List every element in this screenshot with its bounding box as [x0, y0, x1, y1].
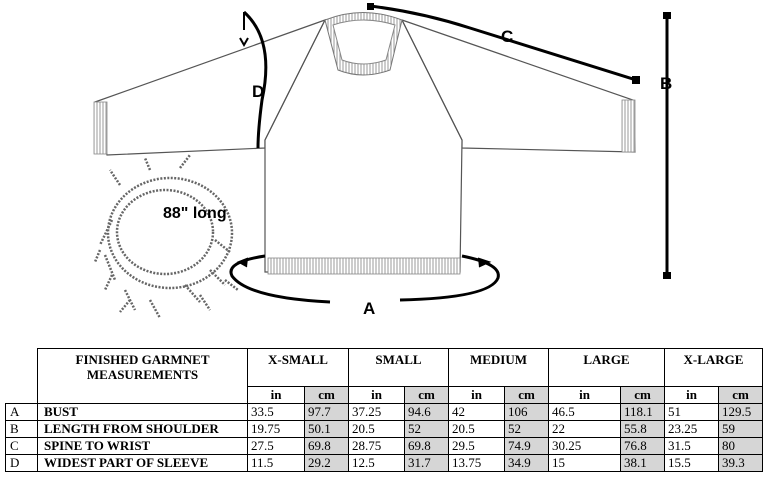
sweater-outline: [94, 18, 636, 273]
unit-header-row: in cm in cm in cm in cm in cm: [5, 386, 763, 404]
value-in: 33.5: [247, 402, 305, 421]
value-cm: 80: [718, 436, 763, 455]
blank-cell: [5, 386, 38, 403]
garment-schematic: 88" long D C B A: [93, 3, 672, 319]
value-in: 23.25: [664, 419, 719, 438]
value-in: 15.5: [664, 453, 719, 472]
value-in: 20.5: [348, 419, 405, 438]
row-letter: C: [5, 436, 38, 455]
value-in: 22: [548, 419, 621, 438]
size-header-medium: MEDIUM: [448, 348, 549, 387]
size-header-xsmall: X-SMALL: [247, 348, 349, 387]
value-in: 29.5: [448, 436, 505, 455]
value-in: 37.25: [348, 402, 405, 421]
label-c: C: [501, 27, 513, 46]
measure-c-line: [367, 3, 640, 84]
value-cm: 69.8: [304, 436, 349, 455]
value-in: 27.5: [247, 436, 305, 455]
value-cm: 29.2: [304, 453, 349, 472]
value-cm: 39.3: [718, 453, 763, 472]
table-title-line2: MEASUREMENTS: [86, 367, 199, 382]
unit-in: in: [548, 386, 621, 404]
row-letter: D: [5, 453, 38, 472]
value-in: 46.5: [548, 402, 621, 421]
scarf-illustration: [93, 154, 239, 319]
unit-in: in: [664, 386, 719, 404]
unit-cm: cm: [620, 386, 665, 404]
label-a: A: [363, 299, 375, 318]
value-cm: 52: [504, 419, 549, 438]
value-cm: 69.8: [404, 436, 449, 455]
value-in: 12.5: [348, 453, 405, 472]
value-in: 30.25: [548, 436, 621, 455]
scarf-length-note: 88" long: [163, 205, 227, 222]
measure-d-line: [239, 10, 268, 149]
value-in: 28.75: [348, 436, 405, 455]
left-cuff: [93, 101, 108, 155]
row-letter: B: [5, 419, 38, 438]
table-title: FINISHED GARMNET MEASUREMENTS: [37, 348, 248, 404]
row-name: WIDEST PART OF SLEEVE: [37, 453, 248, 472]
label-b: B: [660, 74, 672, 93]
row-letter: A: [5, 402, 38, 421]
value-cm: 74.9: [504, 436, 549, 455]
value-in: 42: [448, 402, 505, 421]
size-header-row: FINISHED GARMNET MEASUREMENTS X-SMALL SM…: [5, 348, 763, 404]
value-cm: 118.1: [620, 402, 665, 421]
measure-b-line: [663, 12, 671, 279]
row-name: SPINE TO WRIST: [37, 436, 248, 455]
value-cm: 55.8: [620, 419, 665, 438]
row-name: LENGTH FROM SHOULDER: [37, 419, 248, 438]
value-cm: 129.5: [718, 402, 763, 421]
value-cm: 38.1: [620, 453, 665, 472]
size-header-xlarge: X-LARGE: [664, 348, 763, 387]
value-cm: 94.6: [404, 402, 449, 421]
unit-in: in: [348, 386, 405, 404]
table-title-line1: FINISHED GARMNET: [75, 352, 210, 367]
measure-a-arrows: [229, 254, 500, 304]
value-in: 11.5: [247, 453, 305, 472]
value-cm: 52: [404, 419, 449, 438]
measurements-table: FINISHED GARMNET MEASUREMENTS X-SMALL SM…: [5, 348, 763, 472]
value-in: 31.5: [664, 436, 719, 455]
value-cm: 50.1: [304, 419, 349, 438]
size-header-small: SMALL: [348, 348, 449, 387]
value-in: 13.75: [448, 453, 505, 472]
unit-in: in: [448, 386, 505, 404]
value-in: 20.5: [448, 419, 505, 438]
unit-cm: cm: [504, 386, 549, 404]
unit-cm: cm: [304, 386, 349, 404]
unit-in: in: [247, 386, 305, 404]
label-d: D: [252, 82, 264, 101]
neckline: [324, 12, 403, 76]
value-cm: 31.7: [404, 453, 449, 472]
blank-cell: [5, 348, 38, 387]
hem-ribbing: [267, 257, 461, 275]
value-cm: 76.8: [620, 436, 665, 455]
size-header-large: LARGE: [548, 348, 665, 387]
value-cm: 34.9: [504, 453, 549, 472]
value-in: 51: [664, 402, 719, 421]
value-cm: 59: [718, 419, 763, 438]
value-cm: 106: [504, 402, 549, 421]
value-in: 15: [548, 453, 621, 472]
unit-cm: cm: [718, 386, 763, 404]
value-in: 19.75: [247, 419, 305, 438]
value-cm: 97.7: [304, 402, 349, 421]
right-cuff: [621, 99, 636, 153]
row-name: BUST: [37, 402, 248, 421]
unit-cm: cm: [404, 386, 449, 404]
